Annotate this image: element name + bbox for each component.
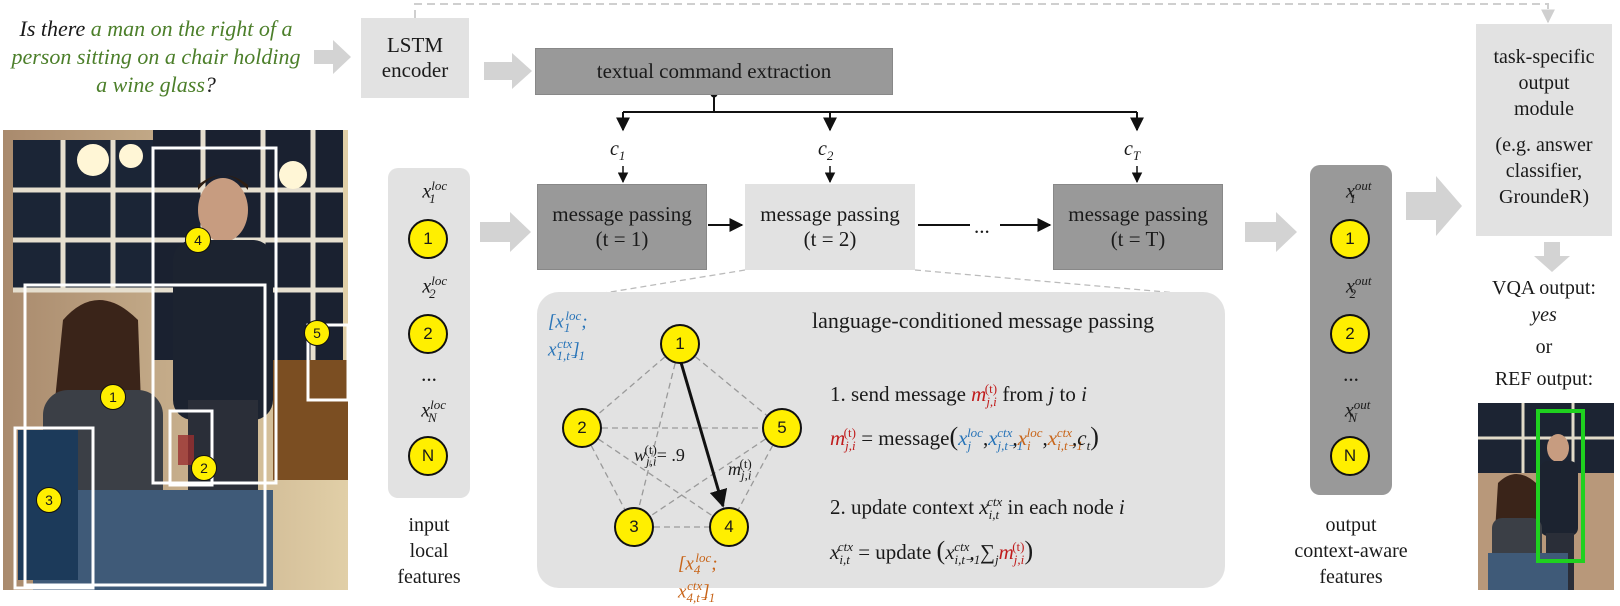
arrow-mp-to-output <box>1245 212 1297 252</box>
skip-connection-dashed <box>414 3 1555 24</box>
output-node-N: N <box>1330 436 1370 476</box>
lstm-line1: LSTM <box>386 33 443 57</box>
photo-box-label-1: 1 <box>100 384 126 410</box>
question-text: Is there a man on the right of a person … <box>6 15 306 99</box>
output-node-1: 1 <box>1330 219 1370 259</box>
node4-context-label: [x4loc; x4,t−1ctx] <box>678 550 718 606</box>
textual-command-label: textual command extraction <box>596 59 832 83</box>
mp2-label: message passing <box>760 202 900 226</box>
question-highlight: a man on the right of a person sitting o… <box>11 16 301 97</box>
task-outputs: VQA output: yes or REF output: <box>1476 275 1612 393</box>
mp2-step: (t = 2) <box>803 227 857 251</box>
step1-text: 1. send message mj,i(t) from j to i <box>830 381 1087 410</box>
ref-output-scene <box>1478 403 1614 590</box>
task-module-example1: (e.g. answer <box>1495 134 1593 156</box>
vqa-output-label: VQA output: <box>1492 277 1596 299</box>
photo-box-label-2: 2 <box>191 455 217 481</box>
zoom-guide-left <box>591 269 746 296</box>
ref-output-image <box>1478 403 1614 590</box>
output-x2-label: xout2 <box>1345 273 1372 301</box>
input-x2-label: xloc2 <box>422 273 448 301</box>
mp1-label: message passing <box>552 202 692 226</box>
step1-equation: mj,i(t) = message(xjloc,xj,t−1ctx,xiloc,… <box>830 422 1099 454</box>
arrow-lstm-to-command <box>484 53 532 89</box>
command-c2: c2 <box>818 138 834 163</box>
mpT-label: message passing <box>1068 202 1208 226</box>
input-ellipsis: ... <box>421 362 437 386</box>
mp1-step: (t = 1) <box>595 227 649 251</box>
arrow-output-to-module <box>1406 176 1462 236</box>
ref-output-label: REF output: <box>1494 368 1594 390</box>
edge-message-label: mj,i(t) <box>728 456 752 483</box>
graph-node-2: 2 <box>562 408 602 448</box>
input-x1-label: xloc1 <box>422 178 448 206</box>
input-node-1: 1 <box>408 219 448 259</box>
task-specific-module-box: task-specific output module (e.g. answer… <box>1476 24 1612 236</box>
zoom-guide-right <box>914 269 1201 296</box>
connector-layer <box>314 3 1570 296</box>
photo-box-label-3: 3 <box>36 487 62 513</box>
graph-node-5: 5 <box>762 408 802 448</box>
mp-ellipsis: ... <box>974 214 990 238</box>
lstm-encoder-box: LSTM encoder <box>361 18 469 98</box>
output-node-2: 2 <box>1330 314 1370 354</box>
question-suffix: ? <box>204 72 216 97</box>
arrow-question-to-lstm <box>314 40 351 74</box>
step2-text: 2. update context xi,tctx in each node i <box>830 494 1125 523</box>
node1-context-label: [x1loc; x1,t−1ctx] <box>548 308 588 364</box>
task-module-example3: GroundeR) <box>1499 186 1589 208</box>
task-module-line3: module <box>1514 98 1574 120</box>
command-cT: cT <box>1124 138 1141 163</box>
mpT-step: (t = T) <box>1110 227 1166 251</box>
task-module-line1: task-specific <box>1493 46 1595 68</box>
edge-weight-label: wj,i(t)= .9 <box>634 442 685 469</box>
input-xN-label: xlocN <box>421 397 447 425</box>
message-edge-1-to-4 <box>678 358 728 508</box>
photo-box-label-4: 4 <box>185 227 211 253</box>
arrow-module-to-outputs <box>1534 242 1570 272</box>
output-x1-label: xout1 <box>1345 178 1372 206</box>
message-passing-step-T: message passing (t = T) <box>1053 184 1223 270</box>
vqa-output-answer: yes <box>1531 304 1557 326</box>
detail-title: language-conditioned message passing <box>812 308 1155 333</box>
input-image: 4 1 2 3 5 <box>3 130 348 590</box>
task-module-example2: classifier, <box>1505 160 1583 182</box>
message-passing-step-1: message passing (t = 1) <box>537 184 707 270</box>
output-xN-label: xoutN <box>1344 397 1371 425</box>
command-c1: c1 <box>610 138 626 163</box>
output-ellipsis: ... <box>1343 362 1359 386</box>
graph-node-3: 3 <box>614 507 654 547</box>
graph-node-4: 4 <box>709 507 749 547</box>
input-node-2: 2 <box>408 314 448 354</box>
or-label: or <box>1535 336 1553 358</box>
task-module-line2: output <box>1518 72 1570 94</box>
lstm-line2: encoder <box>381 58 449 82</box>
step2-equation: xi,tctx = update (xi,t−1ctx, ∑jmj,i(t)) <box>830 536 1034 568</box>
detail-panel <box>537 292 1225 588</box>
question-prefix: Is there <box>19 16 91 41</box>
graph-node-1: 1 <box>660 324 700 364</box>
photo-box-label-5: 5 <box>304 320 330 346</box>
textual-command-box: textual command extraction <box>535 48 893 95</box>
arrow-input-to-mp <box>480 212 531 252</box>
message-passing-step-2: message passing (t = 2) <box>745 184 915 270</box>
input-node-N: N <box>408 436 448 476</box>
input-image-scene <box>3 130 348 590</box>
